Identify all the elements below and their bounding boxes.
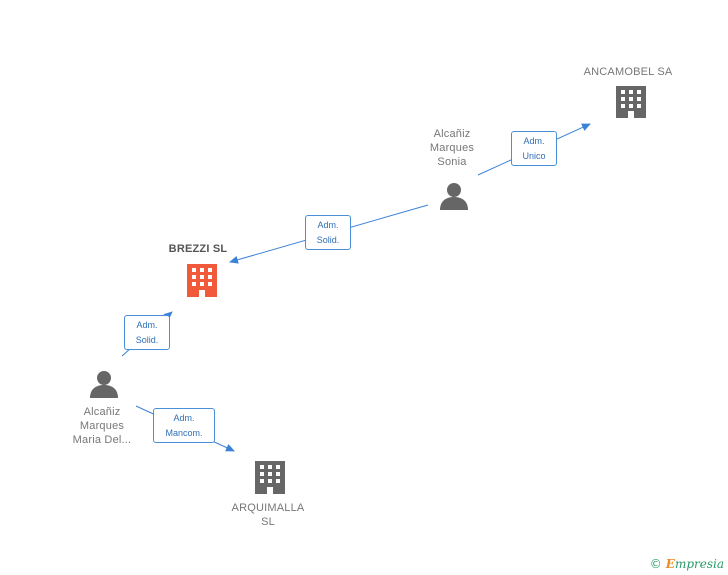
copyright-icon: ©	[649, 557, 662, 571]
person-icon[interactable]	[90, 371, 118, 398]
empresia-copyright[interactable]: ©Empresia	[650, 557, 724, 571]
building-icon[interactable]	[187, 264, 217, 297]
person-label-sonia[interactable]: Alcañiz Marques Sonia	[429, 128, 475, 168]
relation-label-adm-solid: Adm. Solid.	[124, 315, 170, 350]
building-icon[interactable]	[255, 461, 285, 494]
person-icon[interactable]	[440, 183, 468, 210]
relation-label-adm-solid: Adm. Solid.	[305, 215, 351, 250]
empresia-logo-text: mpresia	[674, 557, 724, 571]
company-label-arquimalla[interactable]: ARQUIMALLA SL	[231, 502, 305, 528]
empresia-logo-e: E	[665, 557, 675, 571]
company-label-brezzi[interactable]: BREZZI SL	[168, 243, 228, 255]
building-icon[interactable]	[616, 86, 646, 118]
relation-label-adm-unico: Adm. Unico	[511, 131, 557, 166]
person-label-maria[interactable]: Alcañiz Marques Maria Del...	[72, 406, 132, 446]
company-label-ancamobel[interactable]: ANCAMOBEL SA	[583, 66, 673, 78]
relation-label-adm-mancom: Adm. Mancom.	[153, 408, 215, 443]
